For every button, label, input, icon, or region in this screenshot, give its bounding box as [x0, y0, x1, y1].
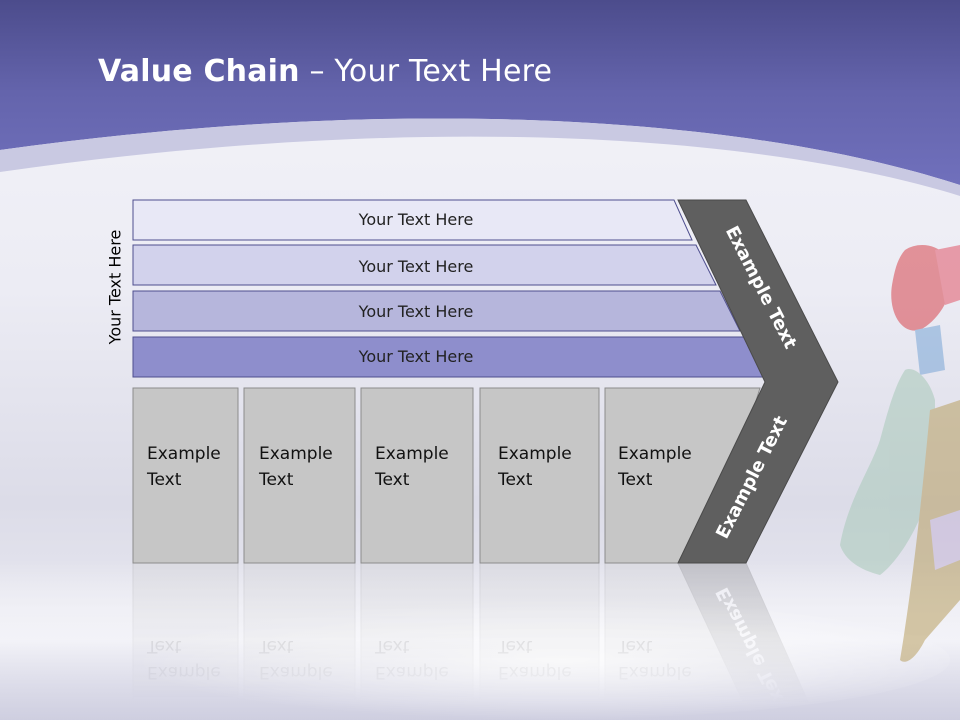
support-bar-4-label: Your Text Here [358, 347, 474, 366]
decorative-figure [840, 245, 960, 662]
primary-column-2[interactable] [243, 387, 356, 564]
support-bar-3-label: Your Text Here [358, 302, 474, 321]
title-rest: – Your Text Here [299, 54, 553, 89]
primary-column-1[interactable] [132, 387, 239, 564]
header-swoosh [0, 118, 960, 196]
reflection-text-3: Example [259, 662, 333, 682]
primary-column-3-line2: Text [374, 470, 410, 490]
support-bar-2-label: Your Text Here [358, 257, 474, 276]
slide-title: Value Chain – Your Text Here [98, 54, 552, 89]
reflection-text-4: Text [258, 636, 294, 656]
primary-column-1-line2: Text [146, 470, 182, 490]
primary-column-4-line1: Example [498, 444, 572, 464]
header-band [0, 0, 960, 185]
primary-column-5-line2: Text [617, 470, 653, 490]
diagram-reflection: Example Text Example Text Example Text E… [132, 562, 811, 714]
primary-columns: Example Text Example Text Example Text E… [132, 387, 761, 564]
title-bold: Value Chain [98, 54, 300, 89]
reflection-text-5: Example [375, 662, 449, 682]
primary-column-2-line1: Example [259, 444, 333, 464]
primary-column-2-line2: Text [258, 470, 294, 490]
reflection-text-8: Text [497, 636, 533, 656]
primary-column-3-line1: Example [375, 444, 449, 464]
support-bars: Your Text Here Your Text Here Your Text … [132, 199, 765, 378]
primary-column-5-line1: Example [618, 444, 692, 464]
reflection-text-6: Text [374, 636, 410, 656]
reflection-text-1: Example [147, 662, 221, 682]
primary-column-4[interactable] [479, 387, 600, 564]
reflection-text-10: Text [617, 636, 653, 656]
support-bar-1[interactable] [132, 199, 693, 241]
primary-column-1-line1: Example [147, 444, 221, 464]
reflection-text-9: Example [618, 662, 692, 682]
support-bar-2[interactable] [132, 244, 717, 286]
support-bar-1-label: Your Text Here [358, 210, 474, 229]
reflection-text-7: Example [498, 662, 572, 682]
primary-column-4-line2: Text [497, 470, 533, 490]
reflection-text-2: Text [146, 636, 182, 656]
support-bar-3[interactable] [132, 290, 741, 332]
